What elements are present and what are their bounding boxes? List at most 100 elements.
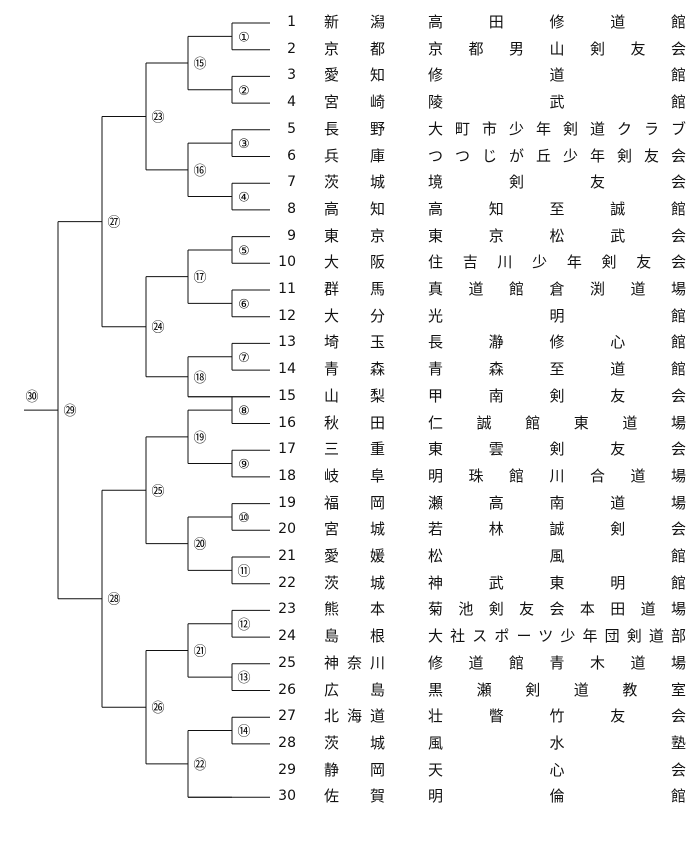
match-number: ㉗ [107,216,120,231]
entry-team: 修道館 [428,66,686,85]
match-number: ㉖ [151,701,164,716]
entry-prefecture: 茨 城 [324,733,386,752]
entry-team: 仁誠館東道場 [428,413,686,432]
entry-row: 29 静 岡 天心会 [0,760,700,780]
entry-row: 6 兵 庫 つつじが丘少年剣友会 [0,146,700,166]
entry-team: 陵武館 [428,93,686,112]
entry-prefecture: 秋 田 [324,413,386,432]
entry-number: 13 [278,334,296,351]
match-number: ⑲ [193,431,206,446]
entry-team: 天心会 [428,760,686,779]
entry-number: 14 [278,361,296,378]
entry-prefecture: 島 根 [324,627,386,646]
entry-team: 菊池剣友会本田道場 [428,600,686,619]
match-number: ㉑ [193,644,206,659]
entry-team: 境剣友会 [428,173,686,192]
match-number: ⑫ [237,618,250,633]
entry-team: 風水塾 [428,733,686,752]
entry-prefecture: 佐 賀 [324,787,386,806]
entry-row: 28 茨 城 風水塾 [0,733,700,753]
entry-prefecture: 京 都 [324,39,386,58]
match-number: ⑨ [238,458,250,473]
entry-team: つつじが丘少年剣友会 [428,146,686,165]
entry-prefecture: 茨 城 [324,173,386,192]
match-number: ㉒ [193,758,206,773]
entry-prefecture: 神奈川 [324,653,386,672]
entry-number: 22 [278,574,296,591]
entry-team: 若林誠剣会 [428,520,686,539]
entry-number: 6 [287,147,296,164]
entry-number: 28 [278,734,296,751]
match-number: ④ [238,191,250,206]
entry-prefecture: 宮 城 [324,520,386,539]
entry-number: 23 [278,601,296,618]
match-number: ㉕ [151,484,164,499]
entry-team: 甲南剣友会 [428,386,686,405]
match-number: ㉙ [63,404,76,419]
entry-number: 20 [278,521,296,538]
entry-prefecture: 三 重 [324,440,386,459]
entry-prefecture: 高 知 [324,199,386,218]
entry-team: 神武東明館 [428,573,686,592]
entry-team: 光明館 [428,306,686,325]
entry-prefecture: 大 阪 [324,253,386,272]
entry-row: 24 島 根 大社スポーツ少年団剣道部 [0,626,700,646]
entry-number: 10 [278,254,296,271]
entry-number: 27 [278,708,296,725]
entry-number: 9 [287,227,296,244]
entry-prefecture: 兵 庫 [324,146,386,165]
entry-number: 3 [287,67,296,84]
entry-team: 東雲剣友会 [428,440,686,459]
entry-team: 大町市少年剣道クラブ [428,119,686,138]
entry-row: 14 青 森 青森至道館 [0,359,700,379]
entry-prefecture: 青 森 [324,360,386,379]
entry-prefecture: 長 野 [324,119,386,138]
entry-number: 21 [278,548,296,564]
entry-team: 黒瀬剣道教室 [428,680,686,699]
entry-team: 大社スポーツ少年団剣道部 [428,627,686,646]
entry-row: 20 宮 城 若林誠剣会 [0,519,700,539]
entry-team: 真道館倉渕道場 [428,280,686,298]
entry-number: 24 [278,628,296,645]
entry-number: 1 [287,14,296,30]
match-number: ⑤ [238,244,250,259]
entry-team: 高田修道館 [428,13,686,31]
match-number: ⑬ [237,671,250,686]
entry-team: 青森至道館 [428,360,686,379]
entry-number: 5 [287,120,296,137]
entry-prefecture: 東 京 [324,226,386,245]
entry-prefecture: 広 島 [324,680,386,699]
entry-number: 12 [278,307,296,324]
entry-row: 5 長 野 大町市少年剣道クラブ [0,119,700,139]
entry-team: 修道館青木道場 [428,653,686,672]
entry-number: 29 [278,761,296,778]
entry-team: 明倫館 [428,787,686,806]
entry-prefecture: 愛 媛 [324,547,386,565]
entry-prefecture: 静 岡 [324,760,386,779]
entry-prefecture: 茨 城 [324,573,386,592]
match-number: ㉓ [151,110,164,125]
entry-row: 25 神奈川 修道館青木道場 [0,653,700,673]
entry-prefecture: 岐 阜 [324,466,386,485]
entry-prefecture: 大 分 [324,306,386,325]
entry-number: 2 [287,40,296,57]
entry-number: 8 [287,200,296,217]
entry-prefecture: 熊 本 [324,600,386,619]
entry-prefecture: 福 岡 [324,493,386,512]
match-number: ㉔ [151,321,164,336]
entry-number: 4 [287,94,296,111]
entry-number: 25 [278,654,296,671]
